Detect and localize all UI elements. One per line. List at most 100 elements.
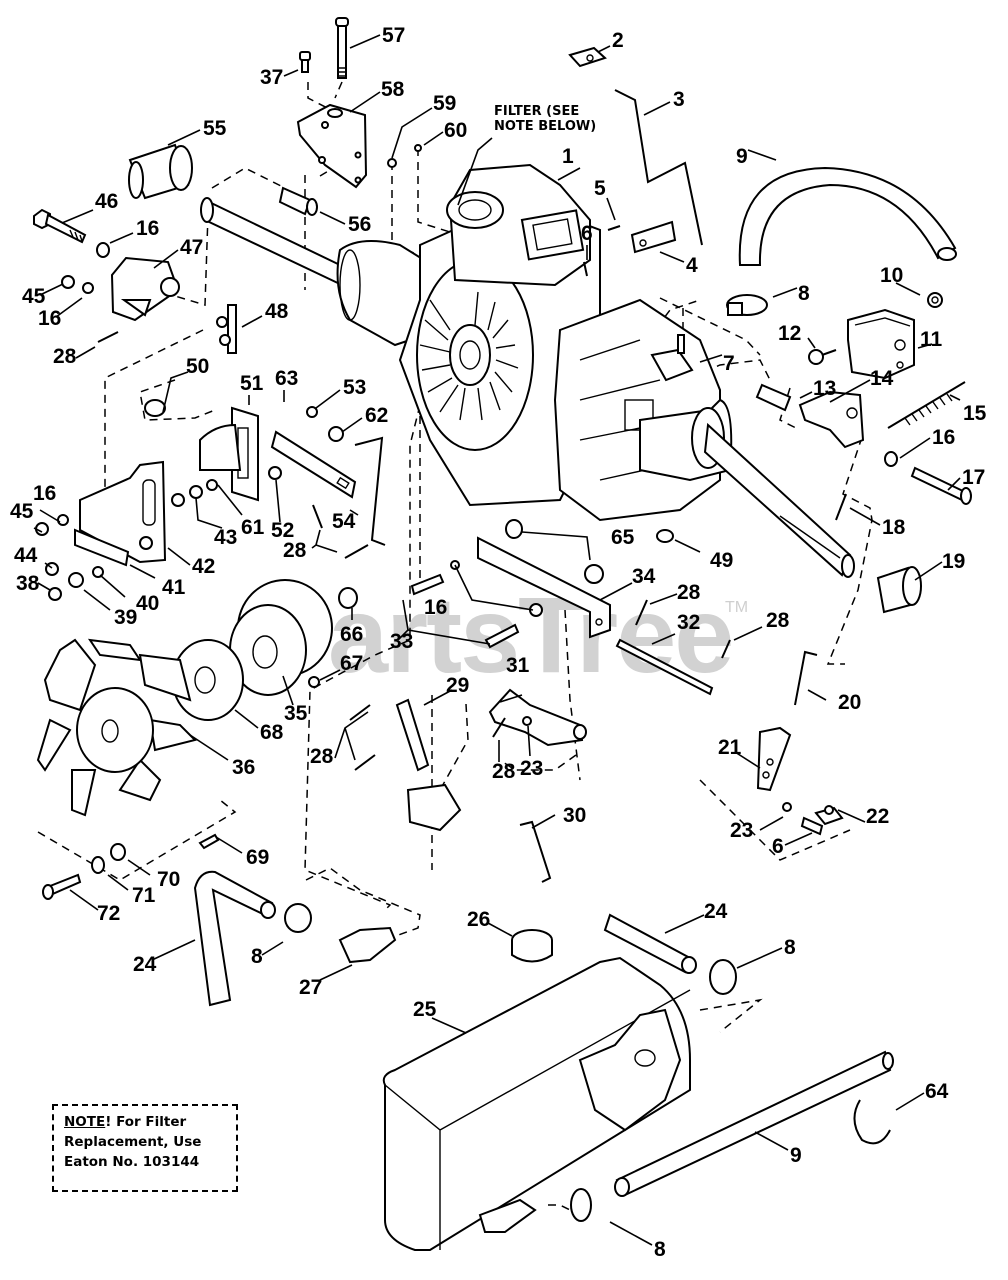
callout-28[interactable]: 28 bbox=[53, 345, 77, 368]
callout-36[interactable]: 36 bbox=[232, 756, 255, 779]
callout-44[interactable]: 44 bbox=[14, 544, 38, 567]
filter-callout-line-1: FILTER (SEE bbox=[494, 104, 580, 119]
callout-8c[interactable]: 8 bbox=[784, 936, 796, 959]
callout-10[interactable]: 10 bbox=[880, 264, 903, 287]
callout-62[interactable]: 62 bbox=[365, 404, 388, 427]
callout-56[interactable]: 56 bbox=[348, 213, 371, 236]
callout-16e[interactable]: 16 bbox=[424, 596, 447, 619]
callout-28d[interactable]: 28 bbox=[766, 609, 790, 632]
callout-20[interactable]: 20 bbox=[838, 691, 861, 714]
callout-65[interactable]: 65 bbox=[611, 526, 635, 549]
callout-55[interactable]: 55 bbox=[203, 117, 227, 140]
note-line-2: Replacement, Use bbox=[64, 1134, 202, 1150]
callout-64[interactable]: 64 bbox=[925, 1080, 949, 1103]
callout-21[interactable]: 21 bbox=[718, 736, 742, 759]
callout-7[interactable]: 7 bbox=[723, 352, 735, 375]
callout-35[interactable]: 35 bbox=[284, 702, 308, 725]
callout-16b[interactable]: 16 bbox=[136, 217, 159, 240]
callout-54[interactable]: 54 bbox=[332, 510, 356, 533]
callout-17[interactable]: 17 bbox=[962, 466, 985, 489]
callout-46[interactable]: 46 bbox=[95, 190, 118, 213]
callout-43[interactable]: 43 bbox=[214, 526, 237, 549]
callout-67[interactable]: 67 bbox=[340, 652, 363, 675]
callout-2[interactable]: 2 bbox=[612, 29, 624, 52]
callout-1[interactable]: 1 bbox=[562, 145, 574, 168]
filter-callout-line-2: NOTE BELOW) bbox=[494, 119, 597, 134]
lower-parts bbox=[42, 833, 894, 1251]
callout-12[interactable]: 12 bbox=[778, 322, 801, 345]
leader-lines bbox=[33, 34, 961, 1246]
callout-45b[interactable]: 45 bbox=[10, 500, 34, 523]
note-line-3: Eaton No. 103144 bbox=[64, 1154, 200, 1170]
callout-70[interactable]: 70 bbox=[157, 868, 180, 891]
callout-49[interactable]: 49 bbox=[710, 549, 733, 572]
callout-6[interactable]: 6 bbox=[581, 222, 593, 245]
callout-60[interactable]: 60 bbox=[444, 119, 467, 142]
callout-72[interactable]: 72 bbox=[97, 902, 120, 925]
callout-23[interactable]: 23 bbox=[730, 819, 753, 842]
callout-27[interactable]: 27 bbox=[299, 976, 322, 999]
callout-33[interactable]: 33 bbox=[390, 630, 413, 653]
callout-32[interactable]: 32 bbox=[677, 611, 700, 634]
callout-38[interactable]: 38 bbox=[16, 572, 40, 595]
callout-16[interactable]: 16 bbox=[932, 426, 955, 449]
callout-19[interactable]: 19 bbox=[942, 550, 965, 573]
note-keyword: NOTE bbox=[64, 1114, 106, 1130]
callout-61[interactable]: 61 bbox=[241, 516, 265, 539]
callout-26[interactable]: 26 bbox=[467, 908, 490, 931]
callout-29[interactable]: 29 bbox=[446, 674, 469, 697]
callout-40[interactable]: 40 bbox=[136, 592, 159, 615]
callout-8d[interactable]: 8 bbox=[654, 1238, 666, 1261]
callout-31[interactable]: 31 bbox=[506, 654, 530, 677]
callout-16c[interactable]: 16 bbox=[38, 307, 61, 330]
filter-note-box: NOTE! For Filter Replacement, Use Eaton … bbox=[52, 1104, 238, 1192]
callout-47[interactable]: 47 bbox=[180, 236, 203, 259]
callout-59[interactable]: 59 bbox=[433, 92, 456, 115]
callout-30[interactable]: 30 bbox=[563, 804, 586, 827]
callout-15[interactable]: 15 bbox=[963, 402, 987, 425]
callout-5[interactable]: 5 bbox=[594, 177, 606, 200]
callout-9[interactable]: 9 bbox=[736, 145, 748, 168]
callout-57[interactable]: 57 bbox=[382, 24, 405, 47]
callout-41[interactable]: 41 bbox=[162, 576, 186, 599]
callout-42[interactable]: 42 bbox=[192, 555, 215, 578]
callout-25[interactable]: 25 bbox=[413, 998, 437, 1021]
callout-8b[interactable]: 8 bbox=[251, 945, 263, 968]
callout-24b[interactable]: 24 bbox=[704, 900, 728, 923]
callout-11[interactable]: 11 bbox=[920, 328, 943, 351]
callout-51[interactable]: 51 bbox=[240, 372, 264, 395]
callout-66[interactable]: 66 bbox=[340, 623, 363, 646]
callout-6b[interactable]: 6 bbox=[772, 835, 784, 858]
callout-68[interactable]: 68 bbox=[260, 721, 284, 744]
callout-28c[interactable]: 28 bbox=[677, 581, 701, 604]
callout-9b[interactable]: 9 bbox=[790, 1144, 802, 1167]
callout-48[interactable]: 48 bbox=[265, 300, 289, 323]
callout-69[interactable]: 69 bbox=[246, 846, 269, 869]
callout-28f[interactable]: 28 bbox=[492, 760, 516, 783]
callout-52[interactable]: 52 bbox=[271, 519, 294, 542]
middle-right-parts bbox=[349, 519, 922, 883]
callout-53[interactable]: 53 bbox=[343, 376, 366, 399]
callout-4[interactable]: 4 bbox=[686, 254, 698, 277]
watermark-tm: TM bbox=[725, 599, 748, 616]
callout-71[interactable]: 71 bbox=[132, 884, 156, 907]
callout-63[interactable]: 63 bbox=[275, 367, 298, 390]
callout-28e[interactable]: 28 bbox=[310, 745, 334, 768]
callout-16d[interactable]: 16 bbox=[33, 482, 56, 505]
callout-24[interactable]: 24 bbox=[133, 953, 157, 976]
note-line-1-rest: ! For Filter bbox=[105, 1114, 187, 1130]
callout-58[interactable]: 58 bbox=[381, 78, 405, 101]
callout-39[interactable]: 39 bbox=[114, 606, 137, 629]
callout-8[interactable]: 8 bbox=[798, 282, 810, 305]
callout-3[interactable]: 3 bbox=[673, 88, 685, 111]
callout-50[interactable]: 50 bbox=[186, 355, 209, 378]
callout-14[interactable]: 14 bbox=[870, 367, 894, 390]
callout-18[interactable]: 18 bbox=[882, 516, 906, 539]
callout-23b[interactable]: 23 bbox=[520, 757, 543, 780]
callout-22[interactable]: 22 bbox=[866, 805, 889, 828]
callout-28b[interactable]: 28 bbox=[283, 539, 307, 562]
callout-34[interactable]: 34 bbox=[632, 565, 656, 588]
callout-13[interactable]: 13 bbox=[813, 377, 836, 400]
callout-45[interactable]: 45 bbox=[22, 285, 46, 308]
callout-37[interactable]: 37 bbox=[260, 66, 283, 89]
